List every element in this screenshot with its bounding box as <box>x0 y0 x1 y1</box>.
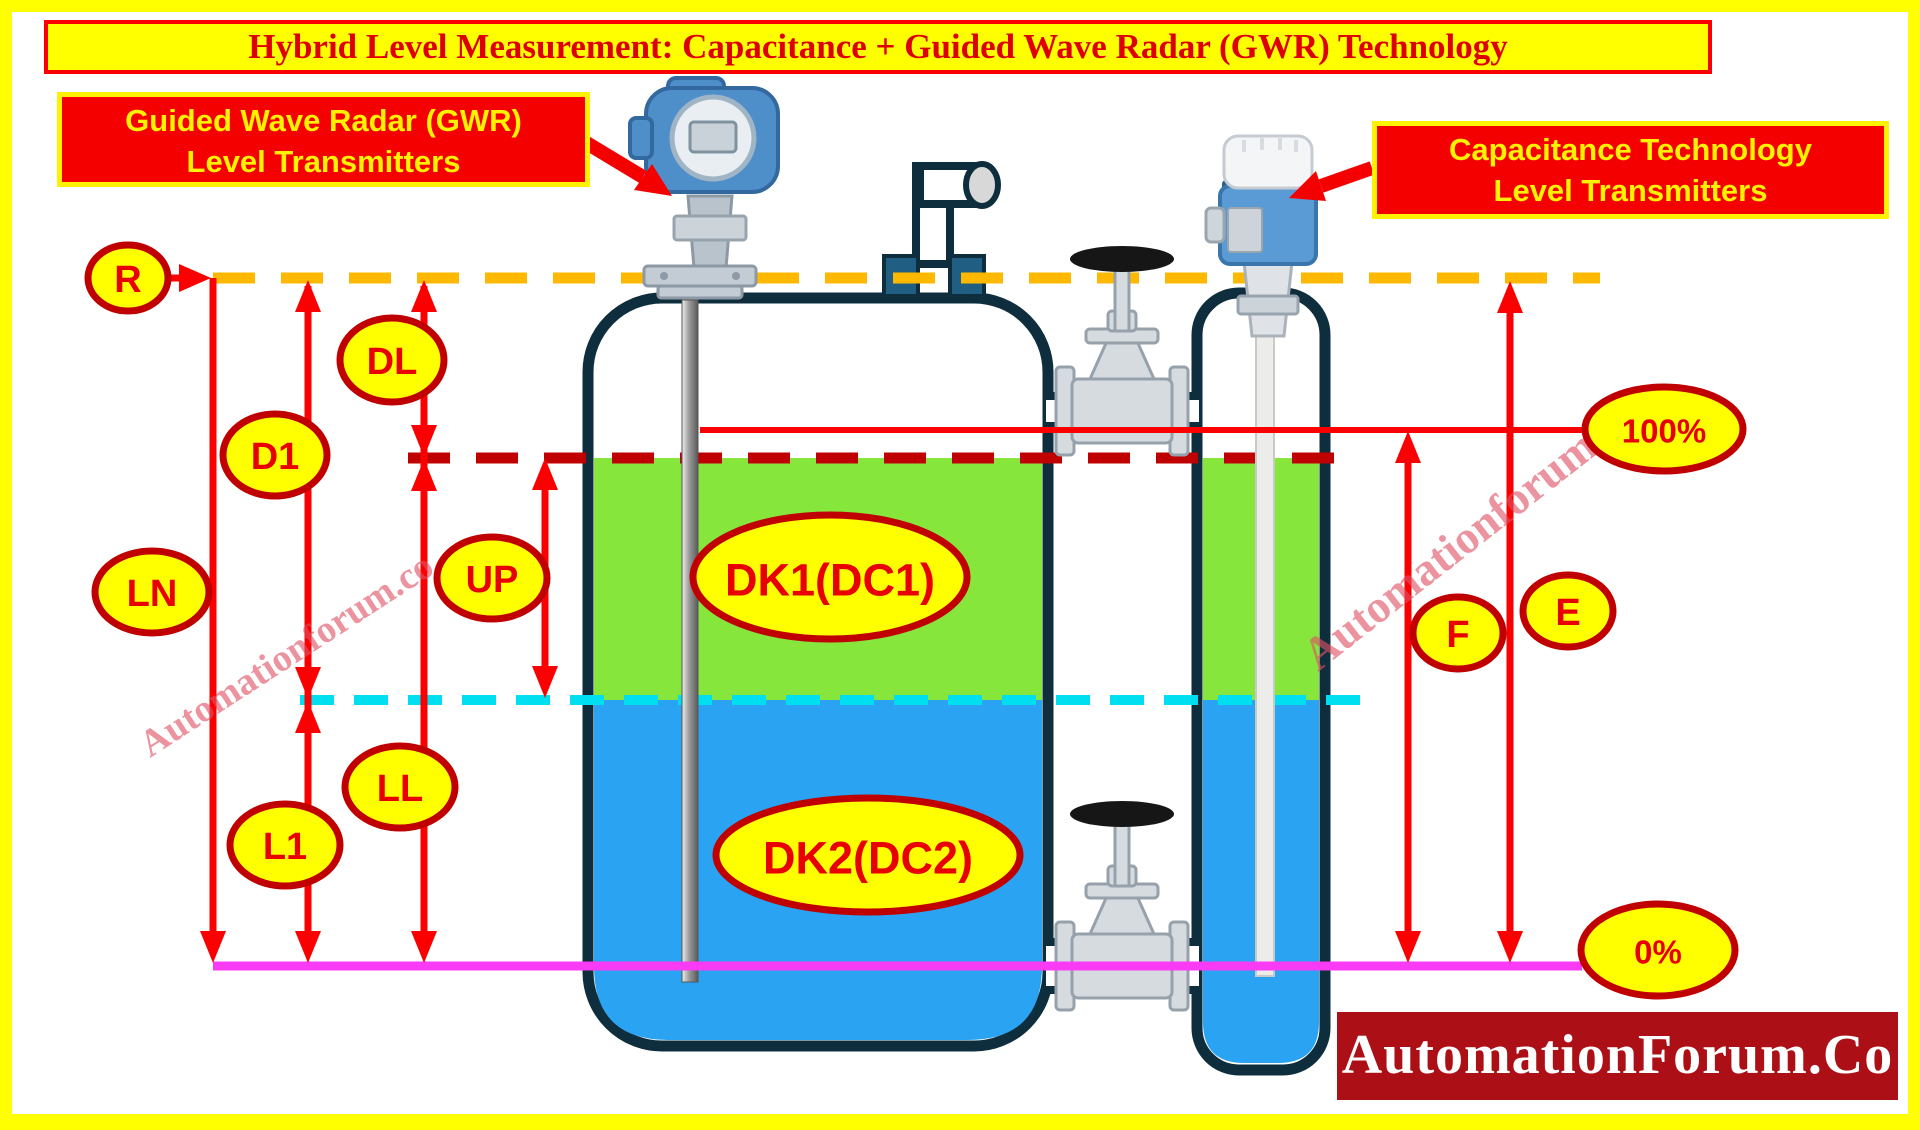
gwr-callout-line1: Guided Wave Radar (GWR) <box>125 103 522 138</box>
label-d1: D1 <box>219 410 331 500</box>
label-r-text: R <box>114 259 141 301</box>
gwr-probe <box>681 299 699 983</box>
page-title: Hybrid Level Measurement: Capacitance + … <box>44 20 1712 74</box>
gwr-callout-box: Guided Wave Radar (GWR) Level Transmitte… <box>57 92 590 187</box>
label-dl: DL <box>336 314 448 406</box>
label-up-text: UP <box>466 559 519 601</box>
label-100-percent: 100% <box>1581 383 1747 475</box>
label-e-text: E <box>1555 592 1580 634</box>
label-e: E <box>1519 571 1617 651</box>
label-f: F <box>1409 593 1507 673</box>
label-r: R <box>84 241 172 315</box>
label-ln: LN <box>91 547 213 637</box>
label-l1-text: L1 <box>263 826 307 868</box>
label-dk1: DK1(DC1) <box>689 511 971 643</box>
lower-isolation-valve <box>1054 799 1190 1012</box>
capacitance-transmitter <box>1204 134 1318 977</box>
bypass-chamber <box>1191 287 1331 1076</box>
label-ll: LL <box>341 742 459 832</box>
gwr-transmitter <box>628 76 780 983</box>
gwr-callout-arrow <box>581 136 672 196</box>
vent-pipe-opening <box>963 161 1001 209</box>
capacitance-cap <box>1222 134 1314 190</box>
main-tank <box>582 292 1054 1052</box>
label-0-text: 0% <box>1634 934 1682 971</box>
capacitance-callout-line2: Level Transmitters <box>1493 173 1768 208</box>
capacitance-callout-arrow <box>1289 161 1375 201</box>
gwr-callout-line2: Level Transmitters <box>186 144 461 179</box>
label-l1: L1 <box>226 800 344 890</box>
label-d1-text: D1 <box>251 436 300 478</box>
label-up: UP <box>433 533 551 623</box>
capacitance-probe <box>1255 299 1275 977</box>
capacitance-callout-box: Capacitance Technology Level Transmitter… <box>1372 121 1889 219</box>
label-dk2-text: DK2(DC2) <box>763 833 973 884</box>
brand-logo: AutomationForum.Co <box>1337 1012 1898 1100</box>
label-0-percent: 0% <box>1577 900 1739 1000</box>
label-dk1-text: DK1(DC1) <box>725 555 935 606</box>
label-dk2: DK2(DC2) <box>712 794 1024 916</box>
label-ll-text: LL <box>377 768 423 810</box>
label-ln-text: LN <box>127 573 178 615</box>
label-dl-text: DL <box>367 341 418 383</box>
capacitance-callout-line1: Capacitance Technology <box>1449 132 1812 167</box>
label-100-text: 100% <box>1622 413 1706 450</box>
label-f-text: F <box>1446 614 1469 656</box>
